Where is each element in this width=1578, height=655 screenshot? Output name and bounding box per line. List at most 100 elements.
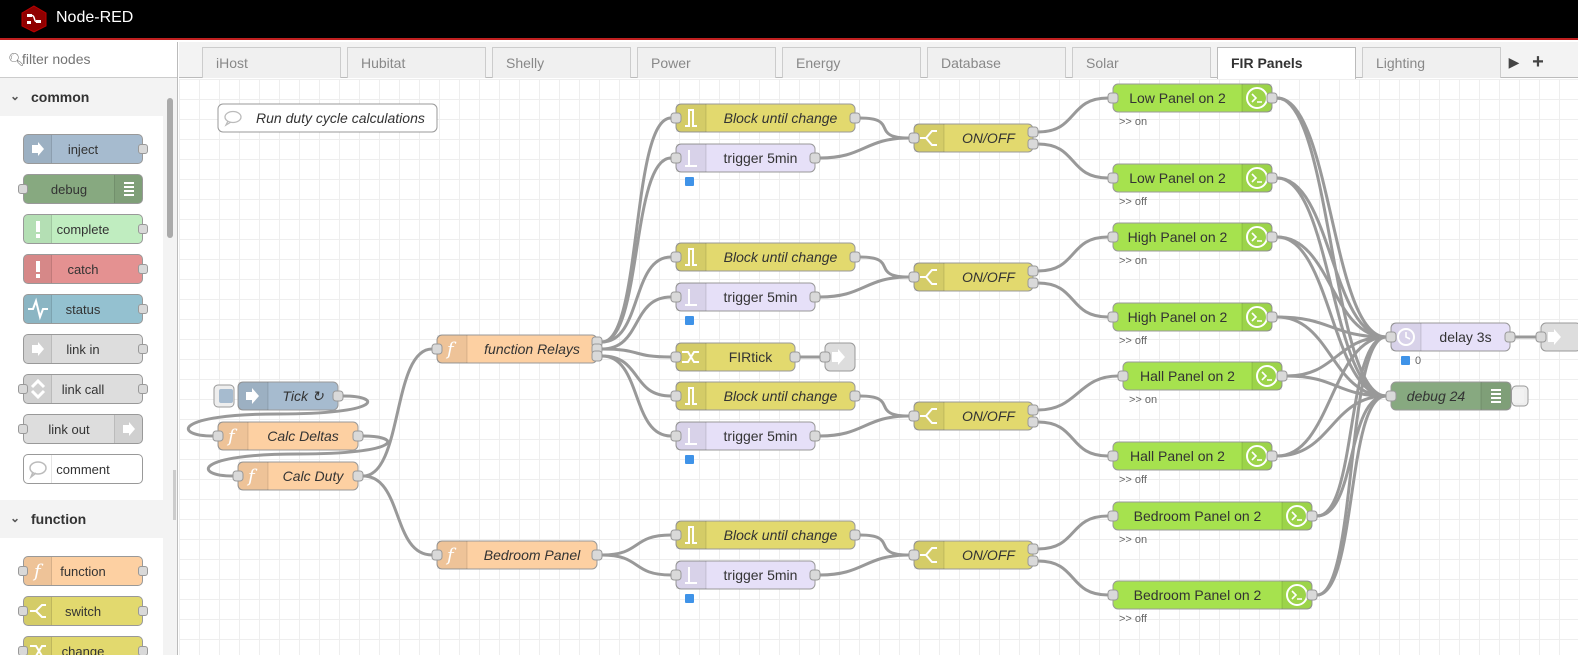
wire-onoff3-to-hall_off[interactable] — [1037, 420, 1109, 458]
node-block1[interactable]: Block until change — [670, 103, 861, 133]
wire-function_relays-to-firtick[interactable] — [601, 347, 672, 359]
wire-function_relays-to-block2[interactable] — [601, 255, 672, 344]
wire-hall_off-to-debug24[interactable] — [1276, 394, 1387, 458]
wire-high_off-to-delay[interactable] — [1276, 315, 1387, 339]
wire-onoff4-to-bed_off[interactable] — [1037, 559, 1109, 597]
node-low-off[interactable]: Low Panel on 2>> off — [1107, 163, 1278, 208]
node-trigger3[interactable]: trigger 5min — [670, 421, 821, 464]
input-port[interactable] — [232, 470, 244, 482]
input-port[interactable] — [1107, 450, 1119, 462]
output-port[interactable] — [809, 152, 821, 164]
wire-function_relays-to-trigger2[interactable] — [601, 295, 672, 351]
node-high-on[interactable]: High Panel on 2>> on — [1107, 222, 1278, 267]
wire-low_on-to-debug24[interactable] — [1276, 96, 1387, 398]
output-port[interactable] — [591, 549, 603, 561]
input-port[interactable] — [908, 132, 920, 144]
node-hall-off[interactable]: Hall Panel on 2>> off — [1107, 441, 1278, 486]
tab-hubitat[interactable]: Hubitat — [347, 47, 486, 78]
palette-node-status[interactable]: status — [23, 294, 148, 324]
wire-trigger2-to-onoff2[interactable] — [819, 275, 910, 299]
node-block2[interactable]: Block until change — [670, 242, 861, 272]
output-port[interactable] — [1027, 404, 1039, 416]
output-port[interactable] — [1266, 450, 1278, 462]
wire-bed_off-to-debug24[interactable] — [1316, 394, 1387, 597]
tab-energy[interactable]: Energy — [782, 47, 921, 78]
wire-tick-to-calc_deltas[interactable] — [186, 394, 370, 438]
input-port[interactable] — [670, 569, 682, 581]
output-port[interactable] — [1306, 589, 1318, 601]
input-port[interactable] — [431, 549, 443, 561]
palette-node-link-in[interactable]: link in — [23, 334, 148, 364]
wire-hall_on-to-delay[interactable] — [1286, 335, 1387, 378]
node-onoff1[interactable]: ON/OFF — [908, 123, 1039, 153]
wire-low_on-to-delay[interactable] — [1276, 96, 1387, 339]
palette-node-link-call[interactable]: link call — [18, 374, 148, 404]
output-port[interactable] — [352, 470, 364, 482]
output-port[interactable] — [1027, 265, 1039, 277]
input-port[interactable] — [1107, 172, 1119, 184]
node-firtick[interactable]: FIRtick — [670, 342, 801, 372]
tab-solar[interactable]: Solar — [1072, 47, 1211, 78]
input-port[interactable] — [1107, 92, 1119, 104]
palette-scrollbar[interactable] — [167, 98, 173, 238]
output-port[interactable] — [809, 569, 821, 581]
wire-bedroom_panel-to-trigger4[interactable] — [601, 553, 672, 577]
output-port[interactable] — [849, 112, 861, 124]
palette-scroll-handle[interactable] — [173, 470, 176, 520]
input-port[interactable] — [670, 390, 682, 402]
output-port[interactable] — [1276, 370, 1288, 382]
input-port[interactable] — [431, 343, 443, 355]
output-port[interactable] — [352, 430, 364, 442]
node-debug24[interactable]: debug 24 — [1385, 381, 1529, 411]
input-port[interactable] — [1117, 370, 1129, 382]
tab-lighting[interactable]: Lighting — [1362, 47, 1501, 78]
wire-block4-to-onoff4[interactable] — [859, 533, 910, 557]
category-common-header[interactable]: ⌄ common — [0, 78, 163, 116]
tab-power[interactable]: Power — [637, 47, 776, 78]
node-delay[interactable]: delay 3s0 — [1385, 322, 1516, 367]
comment-node[interactable]: Run duty cycle calculations — [217, 103, 438, 133]
node-onoff2[interactable]: ON/OFF — [908, 262, 1039, 292]
palette-node-switch[interactable]: switch — [18, 596, 148, 626]
wire-block3-to-onoff3[interactable] — [859, 394, 910, 418]
palette-node-function[interactable]: f function — [18, 556, 148, 586]
input-port[interactable] — [1385, 390, 1397, 402]
node-trigger4[interactable]: trigger 5min — [670, 560, 821, 603]
output-port[interactable] — [1266, 92, 1278, 104]
output-port[interactable] — [1027, 416, 1039, 428]
input-port[interactable] — [670, 251, 682, 263]
node-onoff4[interactable]: ON/OFF — [908, 540, 1039, 570]
output-port[interactable] — [789, 351, 801, 363]
wire-block2-to-onoff2[interactable] — [859, 255, 910, 279]
output-port[interactable] — [1266, 231, 1278, 243]
output-port[interactable] — [849, 390, 861, 402]
palette-node-change[interactable]: change — [18, 636, 148, 655]
output-port[interactable] — [809, 430, 821, 442]
wire-trigger3-to-onoff3[interactable] — [819, 414, 910, 438]
tab-scroll-right-button[interactable]: ▶ — [1508, 54, 1520, 70]
wire-low_off-to-delay[interactable] — [1276, 176, 1387, 339]
node-tick[interactable]: Tick ↻ — [237, 381, 344, 411]
node-bed-off[interactable]: Bedroom Panel on 2>> off — [1107, 580, 1318, 625]
wire-onoff1-to-low_off[interactable] — [1037, 142, 1109, 180]
input-port[interactable] — [1107, 231, 1119, 243]
wire-onoff2-to-high_off[interactable] — [1037, 281, 1109, 319]
wire-block1-to-onoff1[interactable] — [859, 116, 910, 140]
output-port[interactable] — [1306, 510, 1318, 522]
node-block3[interactable]: Block until change — [670, 381, 861, 411]
palette-node-complete[interactable]: complete — [23, 214, 148, 244]
category-function-header[interactable]: ⌄ function — [0, 500, 163, 538]
output-port[interactable] — [1266, 172, 1278, 184]
output-port[interactable] — [849, 251, 861, 263]
wire-trigger4-to-onoff4[interactable] — [819, 553, 910, 577]
wire-trigger1-to-onoff1[interactable] — [819, 136, 910, 160]
output-port[interactable] — [1027, 543, 1039, 555]
palette-node-inject[interactable]: inject — [23, 134, 148, 164]
output-port[interactable] — [1027, 555, 1039, 567]
node-low-on[interactable]: Low Panel on 2>> on — [1107, 83, 1278, 128]
wire-function_relays-to-trigger3[interactable] — [601, 354, 672, 438]
wire-calc_duty-to-bedroom_panel[interactable] — [362, 474, 433, 557]
palette-node-link-out[interactable]: link out — [18, 414, 143, 444]
